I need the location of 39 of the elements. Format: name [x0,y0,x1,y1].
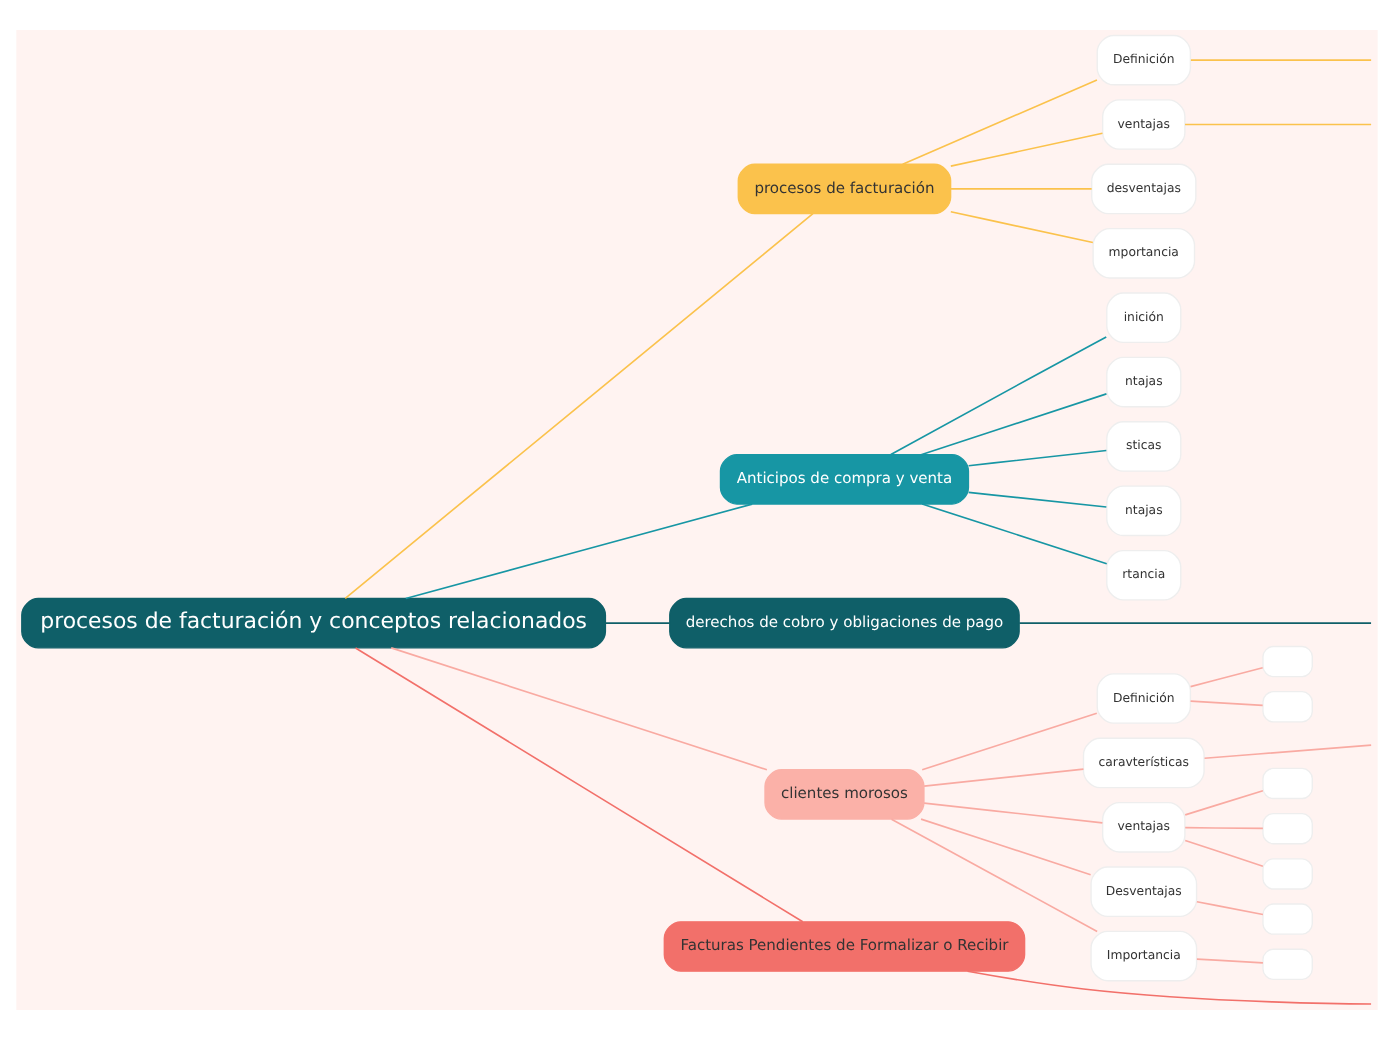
connector [1184,839,1264,867]
node-box [1262,645,1313,678]
connector [1196,958,1264,964]
connector [1184,123,1372,126]
node-box [1262,858,1313,890]
connector [1189,666,1264,688]
node-box [1262,903,1313,935]
connector [1184,826,1264,830]
connector [344,212,814,600]
connector [604,622,671,624]
connector [950,132,1104,167]
connector [923,802,1104,824]
connector [967,491,1108,508]
node-box: procesos de facturación y conceptos relacionados [21,597,607,649]
connector [950,210,1094,244]
connector [390,647,768,771]
connector [1189,700,1264,707]
connector [354,647,804,923]
connector [901,79,1098,166]
connector [967,449,1108,467]
connector [950,188,1093,190]
connector [920,818,1092,876]
node-box [1262,812,1313,845]
connector [1018,622,1372,624]
connector [404,503,753,600]
connector [921,503,1108,565]
connector [920,393,1108,456]
node-box [1262,767,1313,800]
node-box [1262,948,1313,981]
connector [890,336,1108,456]
connector [1196,900,1264,916]
connector [890,818,1098,933]
connector [1184,789,1264,816]
node-box [1262,691,1313,723]
connector [921,712,1098,771]
connector [1203,744,1372,760]
connector [1190,59,1372,61]
connector [923,768,1085,787]
connector [966,970,1372,1005]
